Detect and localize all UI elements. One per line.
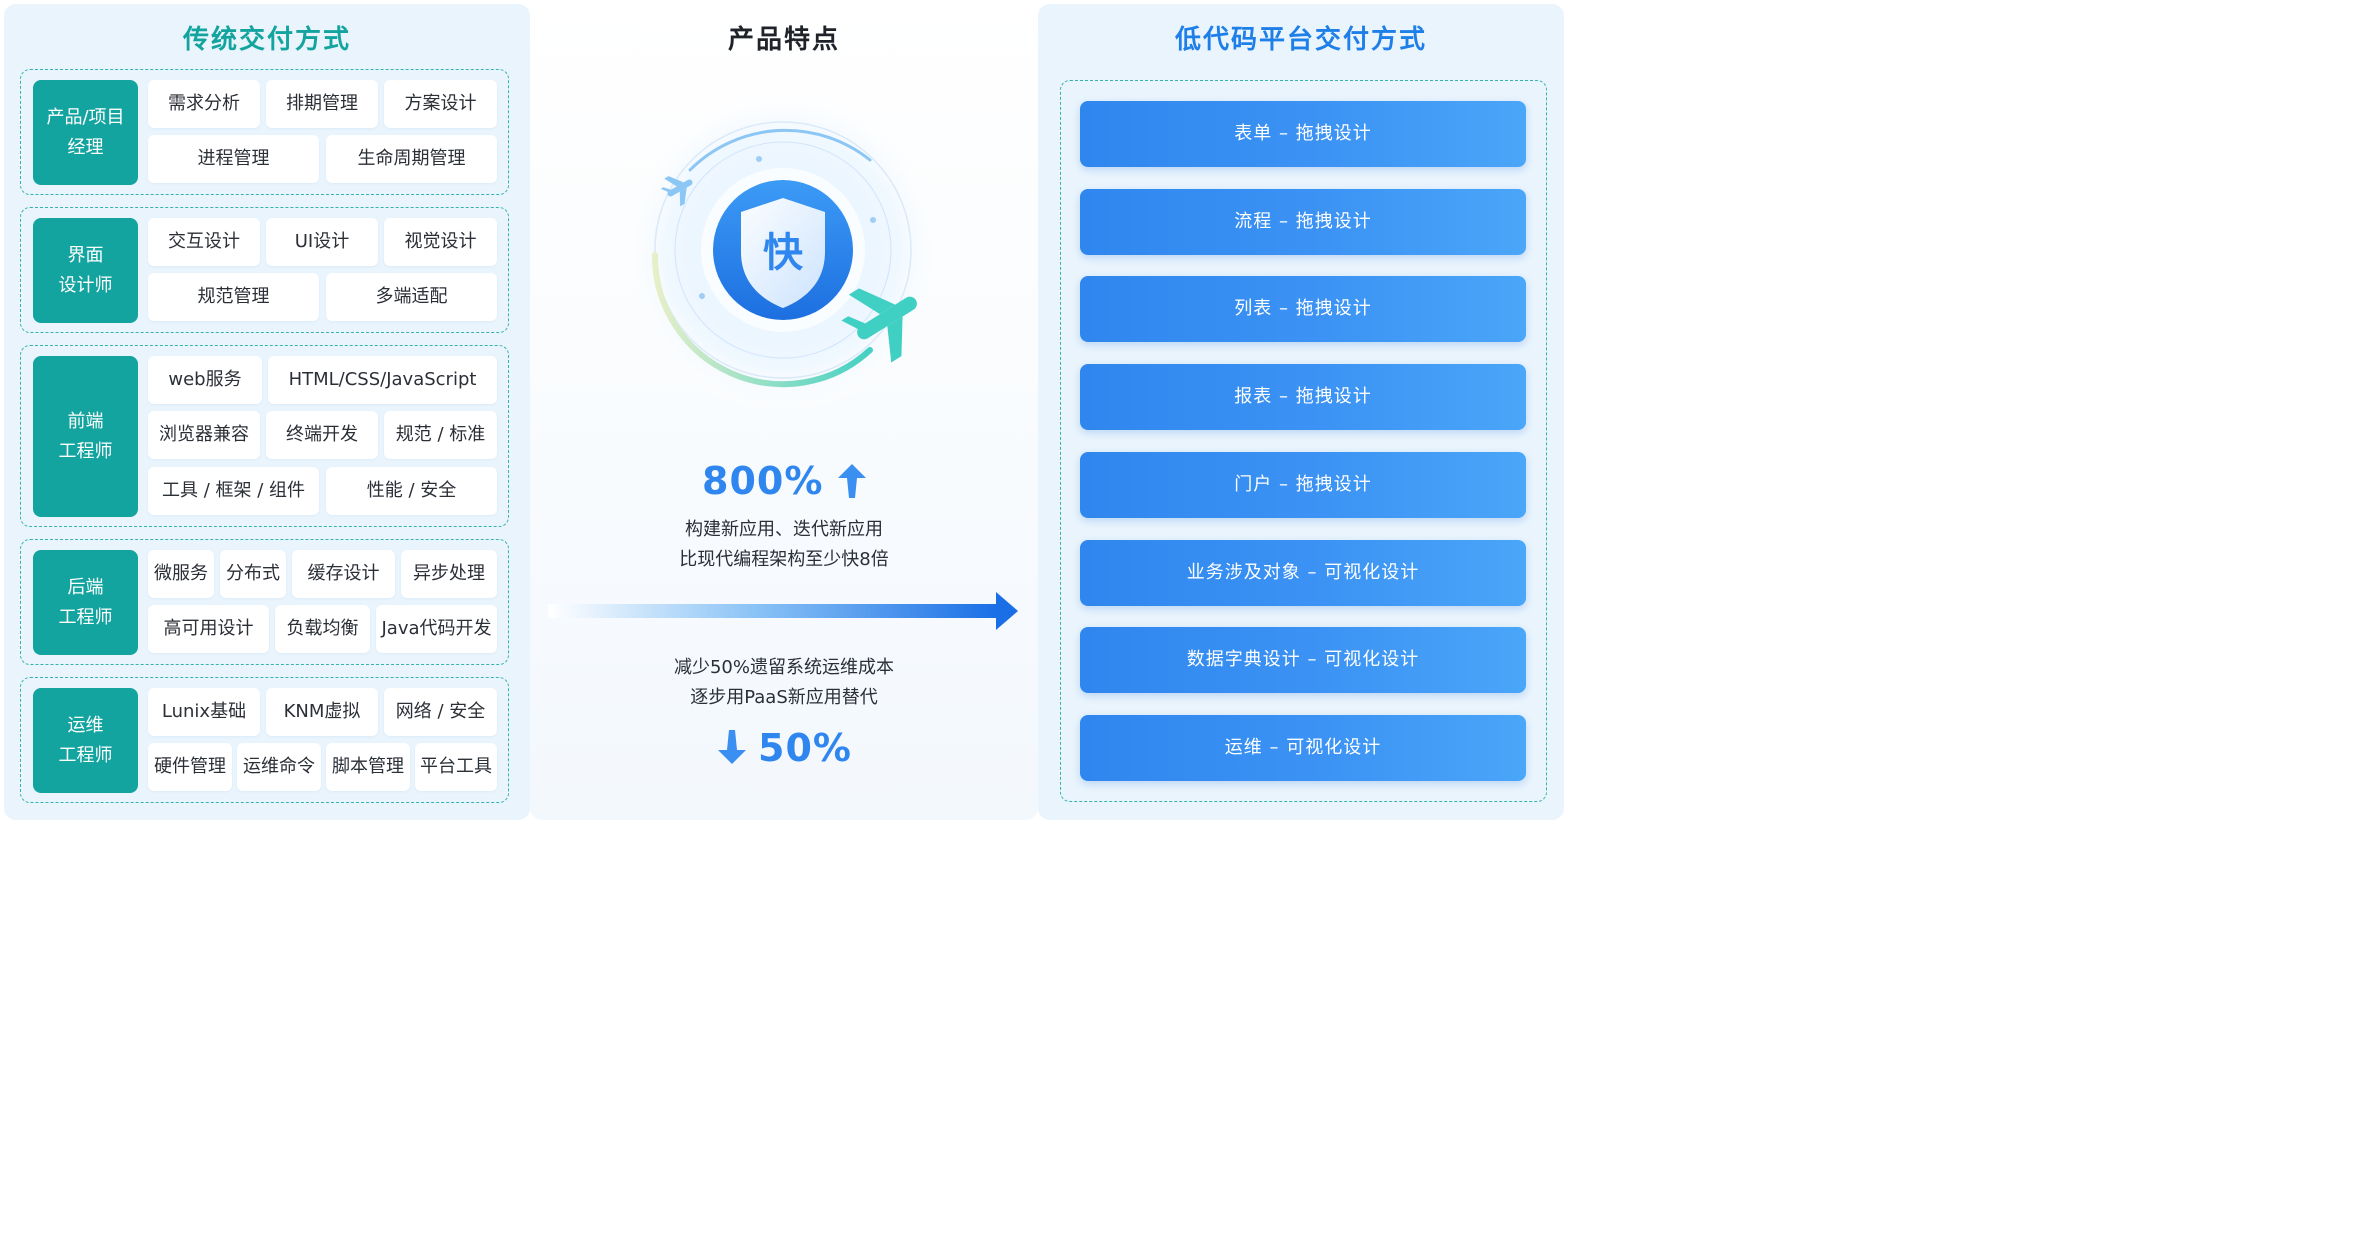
- orbit-dot: [756, 156, 762, 162]
- skill-box: 规范 / 标准: [384, 411, 497, 459]
- skill-box: 负载均衡: [275, 605, 370, 653]
- skill-box: 浏览器兼容: [148, 411, 260, 459]
- role-box: 前端 工程师: [33, 356, 138, 517]
- orbit-ring-outer: [654, 121, 912, 379]
- cost-description: 减少50%遗留系统运维成本 逐步用PaaS新应用替代: [673, 657, 894, 708]
- shield-icon: [741, 198, 825, 308]
- skill-box: 交互设计: [148, 218, 260, 266]
- lowcode-title: 低代码平台交付方式: [1174, 25, 1427, 55]
- skill-box: 平台工具: [415, 743, 497, 791]
- skill-box: 分布式: [220, 550, 286, 598]
- skill-box: 工具 / 框架 / 组件: [148, 467, 319, 515]
- speed-illustration: 快: [618, 85, 948, 415]
- group-backend-engineer: 后端 工程师 微服务 分布式 缓存设计 异步处理 高可用设计 负载均衡 Java…: [20, 539, 509, 665]
- skill-box: 排期管理: [266, 80, 378, 128]
- arrow-down-icon: [718, 730, 746, 764]
- group-ui-designer: 界面 设计师 交互设计 UI设计 视觉设计 规范管理 多端适配: [20, 207, 509, 333]
- skill-box: HTML/CSS/JavaScript: [268, 356, 497, 404]
- skill-box: Java代码开发: [376, 605, 497, 653]
- traditional-title: 传统交付方式: [182, 25, 351, 55]
- lowcode-item-form: 表单 – 拖拽设计: [1080, 101, 1526, 167]
- lowcode-frame: [1060, 80, 1547, 802]
- skill-box: 运维命令: [237, 743, 321, 791]
- orbit-ring-inner: [674, 141, 892, 359]
- skill-box: 终端开发: [266, 411, 378, 459]
- skill-box: Lunix基础: [148, 688, 260, 736]
- skill-box: 高可用设计: [148, 605, 269, 653]
- skill-box: 生命周期管理: [326, 135, 497, 183]
- speed-description: 构建新应用、迭代新应用 比现代编程架构至少快8倍: [679, 519, 889, 570]
- small-airplane-icon: [660, 176, 693, 207]
- skill-box: KNM虚拟: [266, 688, 378, 736]
- role-box: 产品/项目 经理: [33, 80, 138, 185]
- flow-arrow-icon: [548, 592, 1018, 630]
- lowcode-item-process: 流程 – 拖拽设计: [1080, 189, 1526, 255]
- skill-box: 脚本管理: [326, 743, 410, 791]
- skill-box: 规范管理: [148, 273, 319, 321]
- skill-box: 缓存设计: [292, 550, 395, 598]
- orbit-arc-bottom: [651, 252, 873, 388]
- skill-box: 多端适配: [326, 273, 497, 321]
- skill-box: 硬件管理: [148, 743, 232, 791]
- skill-box: 进程管理: [148, 135, 319, 183]
- group-frontend-engineer: 前端 工程师 web服务 HTML/CSS/JavaScript 浏览器兼容 终…: [20, 345, 509, 527]
- skill-box: 微服务: [148, 550, 214, 598]
- lowcode-item-ops: 运维 – 可视化设计: [1080, 715, 1526, 781]
- skill-box: 方案设计: [384, 80, 497, 128]
- speed-metric: 800%: [702, 459, 824, 503]
- orbit-dot: [870, 217, 876, 223]
- orbit-dot: [699, 293, 705, 299]
- role-box: 运维 工程师: [33, 688, 138, 793]
- large-airplane-icon: [841, 288, 917, 363]
- lowcode-item-list: 列表 – 拖拽设计: [1080, 276, 1526, 342]
- skill-box: 性能 / 安全: [326, 467, 497, 515]
- skill-box: 网络 / 安全: [384, 688, 497, 736]
- lowcode-item-portal: 门户 – 拖拽设计: [1080, 452, 1526, 518]
- features-title: 产品特点: [727, 25, 840, 55]
- skill-box: web服务: [148, 356, 262, 404]
- skill-box: 异步处理: [401, 550, 497, 598]
- arrow-up-icon: [838, 464, 866, 498]
- lowcode-item-business-object: 业务涉及对象 – 可视化设计: [1080, 540, 1526, 606]
- skill-box: UI设计: [266, 218, 378, 266]
- lowcode-item-report: 报表 – 拖拽设计: [1080, 364, 1526, 430]
- cost-metric: 50%: [758, 726, 852, 770]
- role-box: 后端 工程师: [33, 550, 138, 655]
- skill-box: 视觉设计: [384, 218, 497, 266]
- group-ops-engineer: 运维 工程师 Lunix基础 KNM虚拟 网络 / 安全 硬件管理 运维命令 脚…: [20, 677, 509, 803]
- lowcode-item-data-dictionary: 数据字典设计 – 可视化设计: [1080, 627, 1526, 693]
- orbit-arc-top: [688, 128, 872, 172]
- skill-box: 需求分析: [148, 80, 260, 128]
- badge-text: 快: [763, 230, 804, 276]
- group-product-manager: 产品/项目 经理 需求分析 排期管理 方案设计 进程管理 生命周期管理: [20, 69, 509, 195]
- role-box: 界面 设计师: [33, 218, 138, 323]
